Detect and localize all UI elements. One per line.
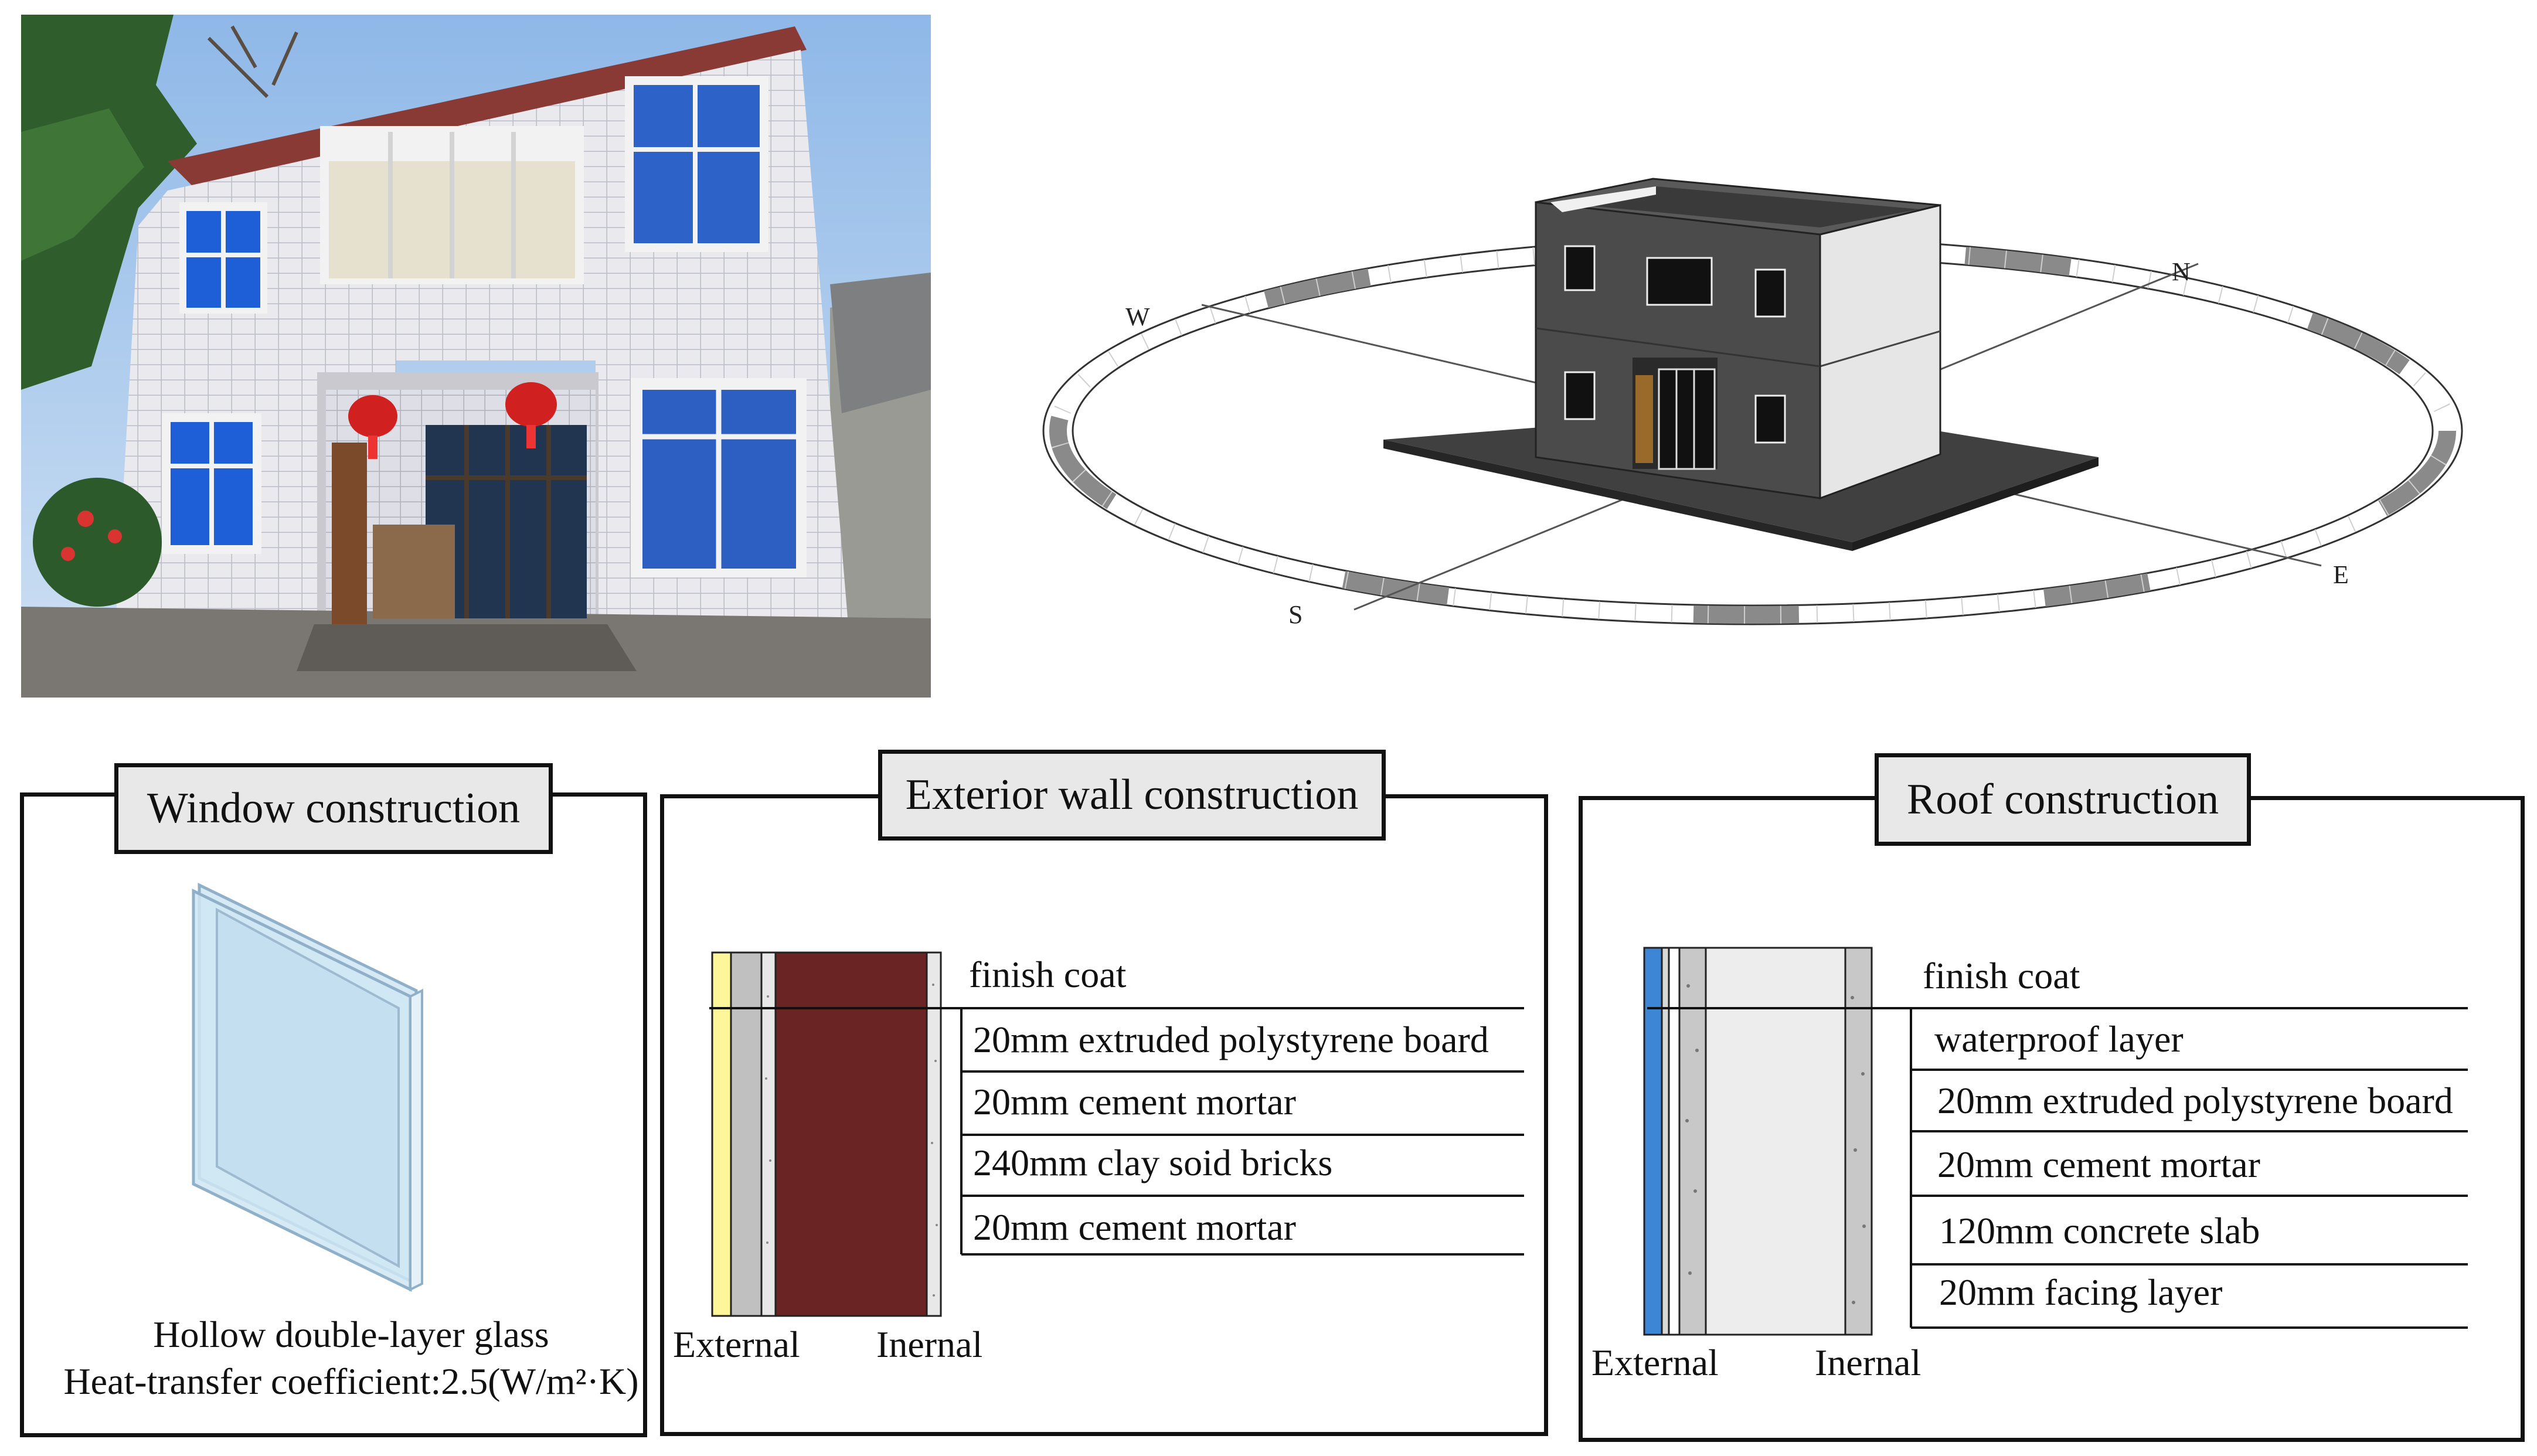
roof-layer-label: 120mm concrete slab	[1939, 1210, 2260, 1251]
roof-internal-label: Inernal	[1815, 1342, 1922, 1383]
wall-layer-label: finish coat	[969, 954, 1127, 995]
wall-layer-label: 20mm cement mortar	[973, 1081, 1296, 1122]
exterior-wall-title: Exterior wall construction	[878, 750, 1386, 841]
window-caption-line1: Hollow double-layer glass	[153, 1314, 549, 1355]
house-photo-illustration	[21, 15, 931, 698]
roof-layer-label: 20mm cement mortar	[1937, 1144, 2260, 1185]
wall-layer-label: 20mm extruded polystyrene board	[973, 1019, 1489, 1060]
wall-layer-label: 240mm clay soid bricks	[973, 1142, 1333, 1183]
window-construction-title: Window construction	[114, 763, 553, 854]
wall-mortar-outer-layer	[760, 951, 777, 1317]
house-photo	[21, 15, 931, 698]
glass-pane-illustration	[192, 883, 423, 1292]
roof-layer-label: finish coat	[1923, 955, 2080, 996]
wall-label-lines	[709, 1007, 1524, 1256]
window-caption-line2: Heat-transfer coefficient:2.5(W/m²·K)	[63, 1360, 639, 1402]
roof-layer-label: 20mm extruded polystyrene board	[1937, 1080, 2453, 1121]
photo-windows	[162, 76, 807, 577]
compass-label-e: E	[2333, 560, 2349, 589]
roof-layer-label: waterproof layer	[1934, 1018, 2184, 1060]
compass-label-w: W	[1125, 302, 1150, 331]
wall-polystyrene-layer	[730, 951, 763, 1317]
roof-title-text: Roof construction	[1906, 775, 2219, 824]
roof-external-label: External	[1591, 1342, 1719, 1383]
wall-layer-label: 20mm cement mortar	[973, 1206, 1296, 1248]
window-construction-title-text: Window construction	[147, 784, 521, 832]
building-3d-model: W N E S	[1020, 129, 2497, 668]
roof-section-diagram	[1643, 947, 1873, 1336]
wall-mortar-inner-layer	[926, 951, 942, 1317]
roof-label-lines	[1647, 1007, 2468, 1329]
roof-facing-layer	[1844, 947, 1873, 1336]
roof-title: Roof construction	[1875, 753, 2251, 846]
exterior-wall-title-text: Exterior wall construction	[905, 771, 1359, 819]
model-windows	[1564, 245, 1786, 444]
wall-internal-label: Inernal	[876, 1324, 983, 1365]
roof-mortar-layer	[1678, 947, 1707, 1336]
building-3d-svg: W N E S	[1042, 178, 2463, 629]
compass-label-s: S	[1288, 600, 1302, 629]
wall-section-diagram	[711, 951, 942, 1317]
wall-external-label: External	[673, 1324, 800, 1365]
roof-concrete-slab	[1705, 947, 1846, 1336]
roof-layer-label: 20mm facing layer	[1939, 1271, 2223, 1313]
compass-label-n: N	[2172, 257, 2191, 286]
